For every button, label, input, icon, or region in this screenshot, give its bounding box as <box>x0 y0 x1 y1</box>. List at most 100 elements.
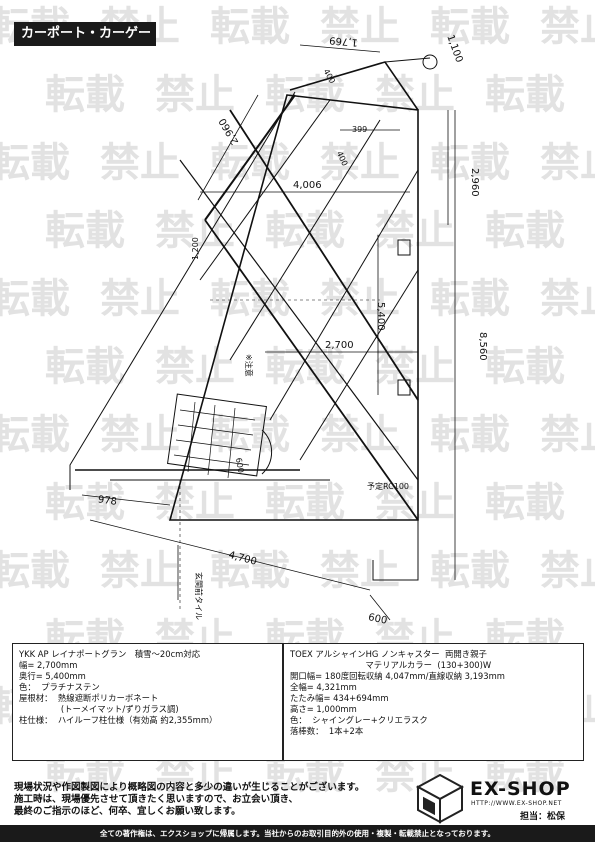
small-rect-2 <box>397 239 411 256</box>
dim-1769: 1,769 <box>329 34 358 47</box>
copyright-bar: 全ての著作権は、エクスショップに帰属します。当社からのお取引目的外の使用・複製・… <box>0 825 595 842</box>
watermark-text: 禁止 <box>540 276 595 322</box>
watermark-text: 禁止 <box>540 140 595 186</box>
carport-rafter-2 <box>179 159 419 481</box>
watermark-text: 禁止 <box>540 4 595 50</box>
gate-spec-line: 全幅= 4,321mm <box>290 682 357 692</box>
dim-600-stairs: 600 <box>234 457 246 474</box>
gate-wing-right <box>384 57 431 63</box>
carport-spec-line: 幅= 2,700mm <box>19 660 78 670</box>
watermark-text: 転載 <box>485 72 565 118</box>
gate-spec-line: TOEX アルシャインHG ノンキャスター 両開き親子 <box>290 649 487 659</box>
watermark-text: 禁止 <box>375 208 455 254</box>
dim-line-600 <box>369 594 391 621</box>
watermark-text: 転載 <box>485 344 565 390</box>
watermark-text: 転載 <box>210 140 290 186</box>
watermark-text: 転載 <box>0 140 70 186</box>
watermark-text: 転載 <box>210 548 290 594</box>
brand-url: HTTP://WWW.EX-SHOP.NET <box>471 800 562 807</box>
carport-spec-line: (トーメイマット/ずりガラス調) <box>19 704 179 714</box>
watermark-text: 転載 <box>265 208 345 254</box>
dim-8560: 8,560 <box>477 332 488 361</box>
watermark-text: 禁止 <box>320 4 400 50</box>
disclaimer-line-2: 施工時は、現場優先させて頂きたく思いますので、お立会い頂き、 <box>14 794 298 805</box>
watermark-text: 禁止 <box>100 548 180 594</box>
brand-name: EX-SHOP <box>470 778 571 800</box>
watermark-text: 禁止 <box>540 412 595 458</box>
watermark-text: 禁止 <box>320 412 400 458</box>
watermark-text: 転載 <box>45 480 125 526</box>
watermark-text: 禁止 <box>100 412 180 458</box>
carport-roof-edge <box>204 219 419 521</box>
dim-400-small: 400 <box>322 67 337 85</box>
watermark-text: 転載 <box>485 480 565 526</box>
watermark-text: 転載 <box>485 208 565 254</box>
dim-line-2960-diag <box>197 94 259 201</box>
watermark-text: 禁止 <box>320 548 400 594</box>
gate-spec-line: 落棒数： 1本+2本 <box>290 726 364 736</box>
dim-2700: 2,700 <box>325 340 354 351</box>
staff-in-charge: 担当：松保 <box>520 812 566 822</box>
dim-1200: 1,200 <box>191 237 200 260</box>
watermark-text: 転載 <box>265 480 345 526</box>
carport-spec-line: 奥行= 5,400mm <box>19 671 86 681</box>
door-swing <box>261 429 273 475</box>
dim-399: 399 <box>352 125 367 134</box>
watermark-text: 禁止 <box>100 276 180 322</box>
gate-spec-line: 高さ= 1,000mm <box>290 704 357 714</box>
watermark-text: 転載 <box>45 72 125 118</box>
watermark-text: 禁止 <box>155 72 235 118</box>
watermark-text: 禁止 <box>320 276 400 322</box>
dim-line-978 <box>81 494 171 506</box>
gate-spec-line: 開口幅= 180度回転収納 4,047mm/直線収納 3,193mm <box>290 671 505 681</box>
watermark-text: 禁止 <box>375 480 455 526</box>
stairs-lines <box>173 401 256 479</box>
dim-4700: 4,700 <box>227 550 258 568</box>
dim-line-4700 <box>89 519 371 591</box>
watermark-text: 転載 <box>45 344 125 390</box>
dim-4006: 4,006 <box>293 180 322 191</box>
exshop-logo-icon <box>415 773 465 824</box>
gate-post <box>422 54 438 70</box>
watermark-text: 転載 <box>430 412 510 458</box>
carport-spec-line: 屋根材： 熱線遮断ポリカーボネート <box>19 693 159 703</box>
gate-spec-box: TOEX アルシャインHG ノンキャスター 両開き親子 マテリアルカラー (13… <box>283 643 584 761</box>
watermark-text: 転載 <box>45 208 125 254</box>
gate-spec-line: 色： シャイングレー+クリエラスク <box>290 715 428 725</box>
watermark-text: 禁止 <box>155 344 235 390</box>
lot-boundary-left <box>69 91 296 490</box>
dim-1100: 1,100 <box>444 33 464 64</box>
rc-note: 予定RC100 <box>367 481 409 491</box>
carport-spec-box: YKK AP レイナポートグラン 積雪〜20cm対応 幅= 2,700mm 奥行… <box>12 643 283 761</box>
dim-600: 600 <box>367 612 388 627</box>
small-rect-1 <box>397 379 411 396</box>
carport-rafter-3 <box>199 99 331 281</box>
watermark-text: 転載 <box>265 72 345 118</box>
watermark-text: 転載 <box>430 140 510 186</box>
watermark-text: 転載 <box>0 412 70 458</box>
dim-line-1769 <box>299 44 381 53</box>
gate-spec-line: マテリアルカラー (130+300)W <box>290 660 492 670</box>
carport-rafter-5 <box>269 169 419 421</box>
page-title: カーポート・カーゲート <box>14 22 156 65</box>
entrance-note: 玄関前タイル <box>194 572 204 620</box>
watermark-text: 禁止 <box>100 140 180 186</box>
watermark-text: 転載 <box>0 276 70 322</box>
carport-spec-line: YKK AP レイナポートグラン 積雪〜20cm対応 <box>19 649 201 659</box>
watermark-text: 転載 <box>430 276 510 322</box>
gate-spec-line: たたみ幅= 434+694mm <box>290 693 389 703</box>
disclaimer-note: 現場状況や作図製図により概略図の内容と多少の違いが生じることがございます。 施工… <box>14 782 414 818</box>
carport-rafter-6 <box>299 269 419 461</box>
dim-2960: 2,960 <box>469 168 480 197</box>
carport-rafter-4 <box>229 119 381 361</box>
carport-frame-inner <box>204 94 296 221</box>
dim-400: 400 <box>335 150 350 168</box>
caution-note: ※注意 <box>244 354 254 377</box>
carport-spec-line: 色： プラチナステン <box>19 682 100 692</box>
carport-rafter-1 <box>229 109 419 401</box>
watermark-text: 転載 <box>430 548 510 594</box>
watermark-text: 転載 <box>0 548 70 594</box>
disclaimer-line-3: 最終のご指示のほど、何卒、宜しくお願い致します。 <box>14 806 241 817</box>
watermark-text: 禁止 <box>155 480 235 526</box>
watermark-text: 転載 <box>210 4 290 50</box>
